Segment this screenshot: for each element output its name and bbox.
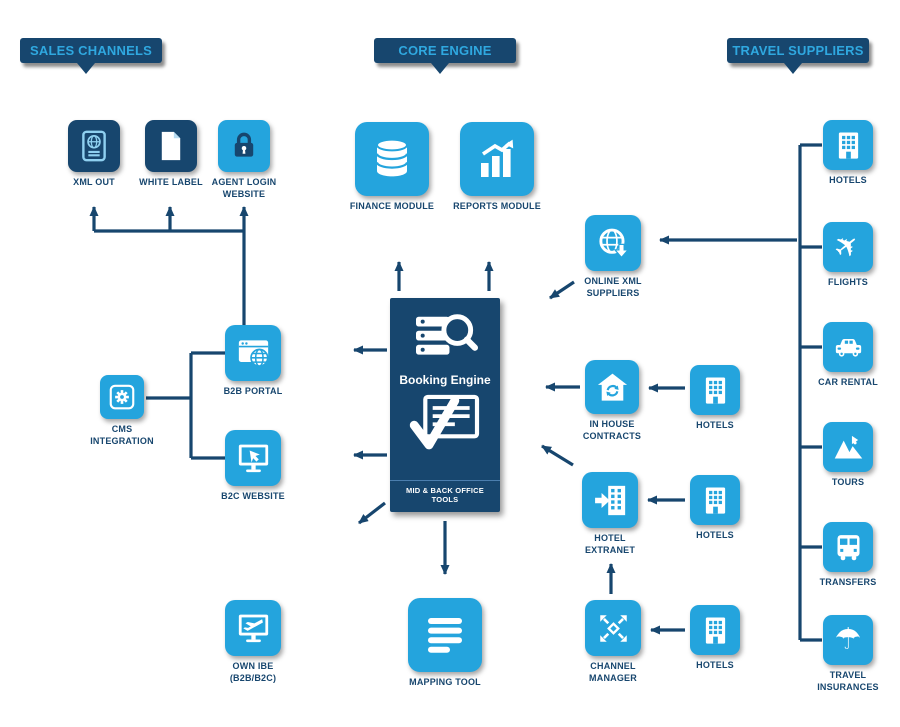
building-arrow-icon (582, 472, 638, 528)
bus-icon (823, 522, 873, 572)
agent-login-node: AGENT LOGIN WEBSITE (196, 120, 292, 200)
white-label-label: WHITE LABEL (139, 177, 203, 187)
supplier-car-rental-label: CAR RENTAL (818, 377, 878, 387)
supplier-transfers-node: TRANSFERS (800, 522, 896, 589)
globe-download-icon (585, 215, 641, 271)
supplier-flights-node: ✈ FLIGHTS (800, 222, 896, 289)
b2b-portal-node: B2B PORTAL (205, 325, 301, 398)
mapping-tool-label: MAPPING TOOL (409, 677, 481, 687)
hotels-channel-node: HOTELS (667, 605, 763, 672)
monitor-cursor-icon (225, 430, 281, 486)
diamond-arrows-icon (585, 600, 641, 656)
hotels-inhouse-label: HOTELS (696, 420, 734, 430)
reports-module-node: REPORTS MODULE (449, 122, 545, 213)
database-coins-icon (355, 122, 429, 196)
airplane-icon: ✈ (823, 222, 873, 272)
document-icon (145, 120, 197, 172)
booking-engine-label: Booking Engine (399, 373, 491, 387)
browser-globe-icon (225, 325, 281, 381)
channel-manager-node: CHANNEL MANAGER (565, 600, 661, 684)
hotels-extranet-label: HOTELS (696, 530, 734, 540)
supplier-tours-label: TOURS (831, 477, 865, 487)
building-icon (690, 365, 740, 415)
supplier-car-rental-node: CAR RENTAL (800, 322, 896, 389)
b2b-portal-label: B2B PORTAL (223, 386, 283, 396)
b2c-website-label: B2C WEBSITE (221, 491, 285, 501)
online-xml-suppliers-label: ONLINE XML SUPPLIERS (584, 276, 642, 298)
mapping-tool-node: MAPPING TOOL (397, 598, 493, 689)
supplier-travel-insurances-node: ☂ TRAVEL INSURANCES (800, 615, 896, 693)
supplier-transfers-label: TRANSFERS (819, 577, 877, 587)
travel-suppliers-header-label: TRAVEL SUPPLIERS (732, 43, 864, 58)
server-search-icon (411, 310, 479, 368)
core-engine-header-label: CORE ENGINE (398, 43, 492, 58)
supplier-hotels-node: HOTELS (800, 120, 896, 187)
booking-engine-node: Booking Engine MID & BACK OFFICE TOOLS (390, 298, 500, 512)
building-icon (823, 120, 873, 170)
document-check-icon (405, 392, 485, 456)
supplier-tours-node: TOURS (800, 422, 896, 489)
supplier-flights-label: FLIGHTS (828, 277, 868, 287)
in-house-contracts-node: IN HOUSE CONTRACTS (564, 360, 660, 442)
passport-globe-icon (68, 120, 120, 172)
bar-chart-icon (460, 122, 534, 196)
agent-login-label: AGENT LOGIN WEBSITE (211, 177, 277, 199)
hotel-extranet-node: HOTEL EXTRANET (562, 472, 658, 556)
header-pointer-icon (784, 63, 802, 74)
hotels-inhouse-node: HOTELS (667, 365, 763, 432)
cms-integration-label: CMS INTEGRATION (90, 424, 154, 446)
own-ibe-label: OWN IBE (B2B/B2C) (229, 661, 277, 683)
monitor-plane-icon (225, 600, 281, 656)
header-pointer-icon (77, 63, 95, 74)
finance-module-node: FINANCE MODULE (344, 122, 440, 213)
white-label-node: WHITE LABEL (123, 120, 219, 189)
mid-back-office-label: MID & BACK OFFICE TOOLS (390, 480, 500, 512)
mountain-flag-icon (823, 422, 873, 472)
xml-out-node: XML OUT (46, 120, 142, 189)
hotels-channel-label: HOTELS (696, 660, 734, 670)
hotel-extranet-label: HOTEL EXTRANET (584, 533, 636, 555)
supplier-travel-insurances-label: TRAVEL INSURANCES (817, 670, 879, 692)
cms-integration-node: CMS INTEGRATION (74, 375, 170, 447)
umbrella-icon: ☂ (823, 615, 873, 665)
header-pointer-icon (431, 63, 449, 74)
supplier-hotels-label: HOTELS (829, 175, 867, 185)
core-engine-header: CORE ENGINE (374, 38, 516, 74)
list-lines-icon (408, 598, 482, 672)
own-ibe-node: OWN IBE (B2B/B2C) (205, 600, 301, 684)
padlock-icon (218, 120, 270, 172)
hotels-extranet-node: HOTELS (667, 475, 763, 542)
xml-out-label: XML OUT (73, 177, 115, 187)
in-house-contracts-label: IN HOUSE CONTRACTS (582, 419, 642, 441)
travel-suppliers-header: TRAVEL SUPPLIERS (727, 38, 869, 74)
house-sync-icon (585, 360, 639, 414)
online-xml-suppliers-node: ONLINE XML SUPPLIERS (565, 215, 661, 299)
building-icon (690, 475, 740, 525)
gear-box-icon (100, 375, 144, 419)
sales-channels-header: SALES CHANNELS (20, 38, 162, 74)
finance-module-label: FINANCE MODULE (349, 201, 435, 211)
car-icon (823, 322, 873, 372)
b2c-website-node: B2C WEBSITE (205, 430, 301, 503)
sales-channels-header-label: SALES CHANNELS (30, 43, 152, 58)
channel-manager-label: CHANNEL MANAGER (589, 661, 637, 683)
reports-module-label: REPORTS MODULE (453, 201, 541, 211)
building-icon (690, 605, 740, 655)
